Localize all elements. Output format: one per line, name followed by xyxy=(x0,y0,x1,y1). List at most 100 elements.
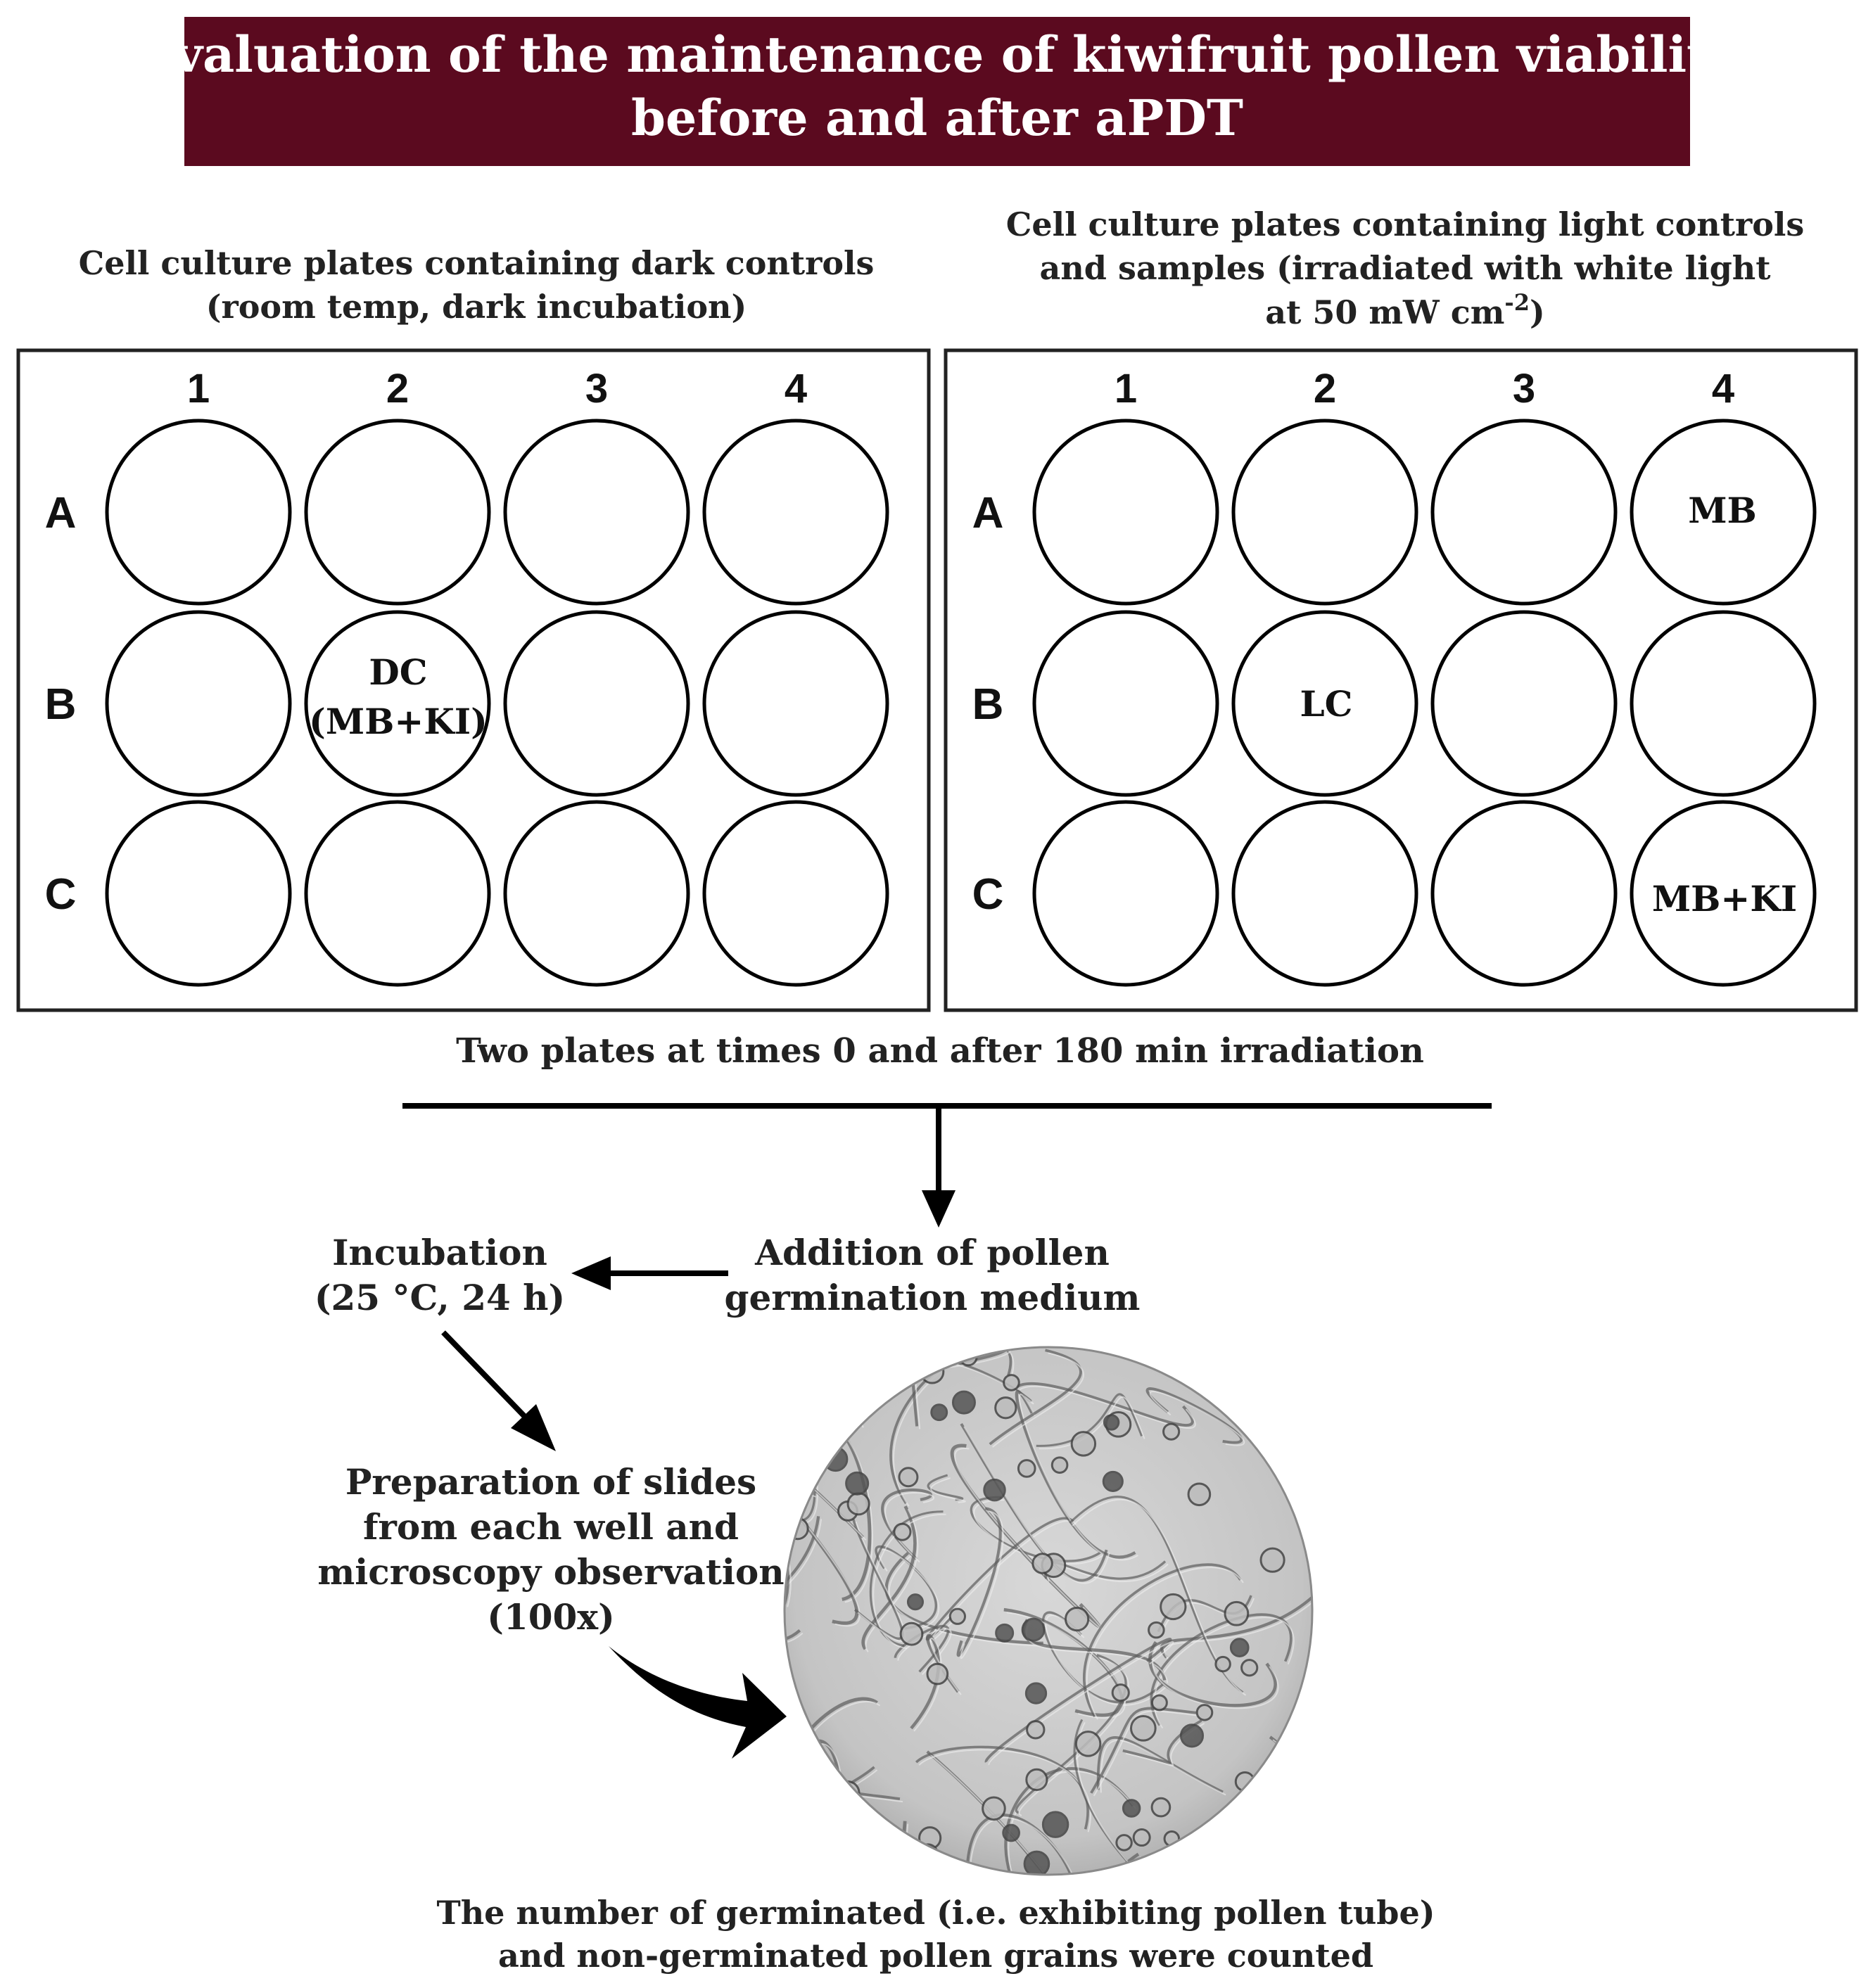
pollen-grain xyxy=(898,1467,919,1488)
pollen-grain xyxy=(1187,1482,1212,1507)
pollen-grain xyxy=(1292,1347,1310,1359)
light-well-a4 xyxy=(1630,419,1817,606)
light-well-c3 xyxy=(1430,800,1618,987)
title-banner xyxy=(184,17,1690,166)
pollen-grain xyxy=(906,1593,925,1611)
pollen-tube-highlight xyxy=(1086,1567,1244,1720)
light-plate-row-label-a: A xyxy=(972,489,1004,537)
pollen-grain xyxy=(834,1780,861,1806)
pollen-tube-highlight xyxy=(1045,1614,1167,1706)
prep-step-line-4: (100x) xyxy=(487,1596,615,1638)
pollen-tube-highlight xyxy=(918,1749,1091,1833)
pollen-tube xyxy=(989,1349,1082,1446)
light-well-b2 xyxy=(1231,610,1418,797)
arrow-left-head xyxy=(571,1256,611,1290)
pollen-grain xyxy=(995,1623,1015,1643)
dark-plate-caption-line-2: (room temp, dark incubation) xyxy=(206,288,747,326)
pollen-tube xyxy=(1148,1640,1277,1707)
pollen-tube xyxy=(970,1496,1101,1562)
pollen-grain xyxy=(1148,1621,1165,1639)
pollen-grain xyxy=(893,1522,912,1541)
pollen-tube-highlight xyxy=(855,1521,906,1643)
pollen-grain xyxy=(920,1359,945,1384)
arrow-diagonal-shaft xyxy=(441,1330,530,1422)
pollen-grain xyxy=(1024,1682,1048,1705)
pollen-tube xyxy=(1041,1611,1164,1704)
prep-step-line-2: from each well and xyxy=(363,1506,739,1548)
pollen-grain xyxy=(1191,1349,1213,1371)
pollen-grain xyxy=(845,1471,870,1496)
light-plate-wells xyxy=(1032,419,1817,987)
dark-well-a4 xyxy=(702,419,889,606)
pollen-tube xyxy=(1193,1347,1262,1403)
pollen-grain xyxy=(1259,1547,1285,1573)
pollen-grain xyxy=(926,1662,949,1686)
pollen-grain xyxy=(1150,1694,1168,1712)
pollen-tube-highlight xyxy=(785,1411,801,1527)
pollen-tube xyxy=(1083,1563,1242,1717)
pollen-tube-highlight xyxy=(1152,1644,1279,1709)
pollen-tube-highlight xyxy=(1018,1394,1138,1561)
pollen-tube-highlight xyxy=(930,1477,966,1503)
pollen-tube-highlight xyxy=(1100,1739,1226,1796)
light-plate-column-label-4: 4 xyxy=(1712,366,1734,412)
light-plate-row-label-c: C xyxy=(972,870,1004,919)
light-plate-column-label-2: 2 xyxy=(1314,366,1336,412)
dark-well-b2-label-line-2: (MB+KI) xyxy=(309,701,488,742)
pollen-tube-highlight xyxy=(1077,1721,1160,1875)
dark-plate-column-label-2: 2 xyxy=(386,366,409,412)
title-line-1: Evaluation of the maintenance of kiwifru… xyxy=(136,25,1739,84)
pollen-tube xyxy=(1036,1393,1143,1447)
pollen-grain xyxy=(1290,1432,1308,1450)
light-plate-column-label-3: 3 xyxy=(1513,366,1535,412)
pollen-tube-highlight xyxy=(888,1555,1046,1647)
pollen-grain xyxy=(1129,1714,1157,1742)
light-well-a2 xyxy=(1231,419,1418,606)
pollen-grain xyxy=(1229,1638,1250,1657)
pollen-grain xyxy=(1179,1723,1205,1748)
pollen-grain xyxy=(813,1423,831,1441)
dark-well-a2 xyxy=(304,419,491,606)
two-plates-note: Two plates at times 0 and after 180 min … xyxy=(456,1031,1424,1071)
dark-well-b2-label-line-1: DC xyxy=(369,651,427,693)
pollen-grain xyxy=(1217,1840,1238,1861)
pollen-grain xyxy=(1021,1617,1046,1642)
pollen-grain xyxy=(1195,1704,1214,1721)
pollen-tube xyxy=(785,1516,820,1599)
light-plate-caption-line-3: at 50 mW cm-2) xyxy=(1265,289,1544,331)
light-plate-caption-line-1: Cell culture plates containing light con… xyxy=(1006,205,1805,243)
count-step-line-1: The number of germinated (i.e. exhibitin… xyxy=(437,1894,1435,1932)
pollen-grain xyxy=(951,1390,976,1415)
dark-plate-row-label-c: C xyxy=(45,870,77,919)
pollen-tube-highlight xyxy=(785,1432,867,1541)
pollen-tube xyxy=(847,1820,908,1875)
pollen-tube-highlight xyxy=(1019,1385,1196,1429)
pollen-grain xyxy=(1240,1659,1259,1677)
light-well-b2-label: LC xyxy=(1300,683,1353,725)
pollen-tube xyxy=(1122,1719,1202,1764)
pollen-tube xyxy=(956,1507,1002,1657)
pollen-tube xyxy=(1220,1347,1312,1377)
pollen-grain xyxy=(917,1843,939,1865)
pollen-grain xyxy=(846,1492,870,1516)
pollen-tube xyxy=(884,1552,1044,1645)
dark-well-b1 xyxy=(105,610,292,797)
pollen-tube-highlight xyxy=(1153,1617,1295,1729)
pollen-tube-highlight xyxy=(988,1641,1174,1766)
pollen-tube-highlight xyxy=(1164,1581,1312,1661)
light-well-b4 xyxy=(1630,610,1817,797)
dark-well-c4 xyxy=(702,800,889,987)
prep-step-line-1: Preparation of slides xyxy=(345,1461,756,1503)
pollen-tube xyxy=(851,1518,904,1640)
pollen-grain xyxy=(1041,1811,1069,1838)
pollen-tube xyxy=(927,1474,964,1501)
pollen-grain xyxy=(1132,1828,1151,1847)
pollen-tube-highlight xyxy=(1196,1347,1264,1406)
light-well-c4 xyxy=(1630,800,1817,987)
pollen-grain xyxy=(899,1621,924,1646)
pollen-tube xyxy=(1090,1707,1197,1794)
pollen-tube-highlight xyxy=(929,1520,1077,1643)
light-well-c4-label: MB+KI xyxy=(1652,878,1797,919)
light-well-a3 xyxy=(1430,419,1618,606)
